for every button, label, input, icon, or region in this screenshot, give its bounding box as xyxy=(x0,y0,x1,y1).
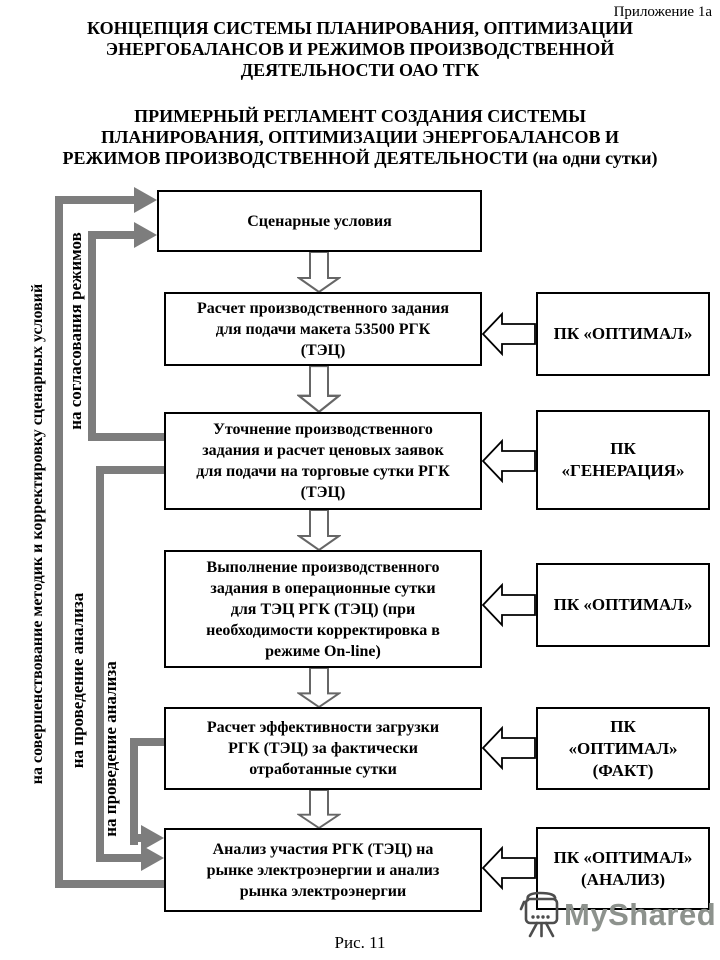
pk-box-optimal-1: ПК «ОПТИМАЛ» xyxy=(536,292,710,376)
feedback-label-analysis-2: на проведение анализа xyxy=(101,661,120,837)
pk-box-optimal-analysis: ПК «ОПТИМАЛ» (АНАЛИЗ) xyxy=(536,827,710,910)
flow-box-scenario: Сценарные условия xyxy=(157,190,482,252)
feedback-line-analysis-to-scenario xyxy=(55,196,63,888)
feedback-line-efficiency-to-analysis xyxy=(130,738,138,845)
feedback-line-analysis-to-scenario xyxy=(55,880,164,888)
annex-label: Приложение 1а xyxy=(613,4,712,20)
left-arrow-icon xyxy=(482,311,536,357)
feedback-arrowhead-icon xyxy=(141,845,164,871)
feedback-label-coordinate-modes: на согласования режимов xyxy=(66,232,85,430)
feedback-arrowhead-icon xyxy=(141,825,164,851)
feedback-line-analysis-to-scenario xyxy=(55,196,135,204)
feedback-arrowhead-icon xyxy=(134,222,157,248)
down-arrow-icon xyxy=(297,252,341,293)
feedback-label-analysis-1: на проведение анализа xyxy=(68,592,87,769)
feedback-line-efficiency-to-analysis xyxy=(130,738,164,746)
left-arrow-icon xyxy=(482,582,536,628)
flow-box-execute-task: Выполнение производственного задания в о… xyxy=(164,550,482,668)
feedback-line-refine-to-analysis xyxy=(96,466,164,474)
feedback-arrowhead-icon xyxy=(134,187,157,213)
feedback-line-refine-to-analysis xyxy=(96,854,142,862)
pk-box-optimal-2: ПК «ОПТИМАЛ» xyxy=(536,563,710,647)
down-arrow-icon xyxy=(297,510,341,551)
left-arrow-icon xyxy=(482,438,536,484)
pk-box-optimal-fact: ПК «ОПТИМАЛ» (ФАКТ) xyxy=(536,707,710,790)
feedback-line-refine-to-analysis xyxy=(96,466,104,862)
left-arrow-icon xyxy=(482,845,536,891)
down-arrow-icon xyxy=(297,366,341,413)
pk-box-generation: ПК «ГЕНЕРАЦИЯ» xyxy=(536,410,710,510)
figure-caption: Рис. 11 xyxy=(334,933,386,952)
feedback-line-efficiency-to-analysis xyxy=(130,834,142,842)
flow-box-calc-efficiency: Расчет эффективности загрузки РГК (ТЭЦ) … xyxy=(164,707,482,790)
feedback-line-refine-to-scenario xyxy=(88,433,164,441)
myshared-logo-icon xyxy=(519,891,559,938)
title-sub: ПРИМЕРНЫЙ РЕГЛАМЕНТ СОЗДАНИЯ СИСТЕМЫ ПЛА… xyxy=(62,106,658,168)
feedback-label-improve-methods: на совершенствование методик и корректир… xyxy=(29,283,46,785)
left-arrow-icon xyxy=(482,725,536,771)
myshared-watermark: MyShared xyxy=(564,897,717,932)
flow-box-analysis: Анализ участия РГК (ТЭЦ) на рынке электр… xyxy=(164,828,482,912)
down-arrow-icon xyxy=(297,668,341,708)
feedback-line-refine-to-scenario xyxy=(88,231,135,239)
flow-box-refine-task: Уточнение производственного задания и ра… xyxy=(164,412,482,510)
down-arrow-icon xyxy=(297,790,341,829)
feedback-line-refine-to-scenario xyxy=(88,231,96,441)
flow-box-calc-task: Расчет производственного задания для под… xyxy=(164,292,482,366)
title-main: КОНЦЕПЦИЯ СИСТЕМЫ ПЛАНИРОВАНИЯ, ОПТИМИЗА… xyxy=(87,18,633,80)
